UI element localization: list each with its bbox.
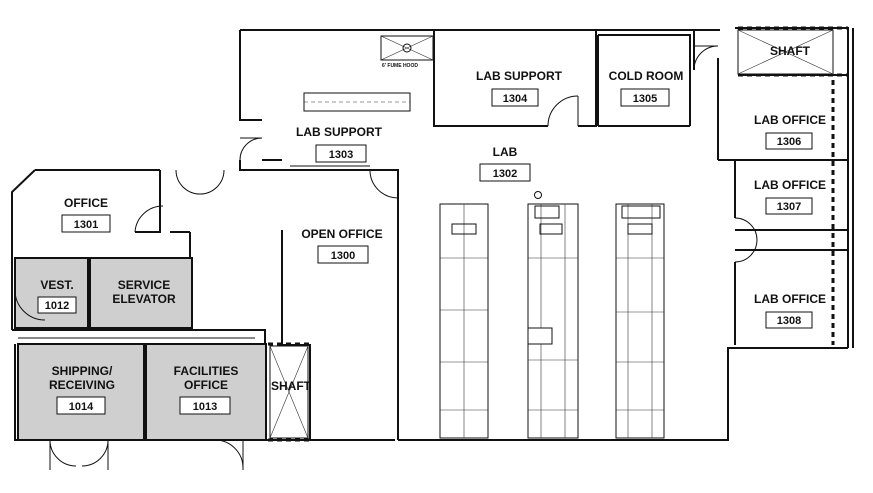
open-office-number: 1300 [331,250,355,262]
service-elevator-line1: SERVICE [118,278,170,292]
shipping-number: 1014 [69,401,94,413]
lab-office-1308-number: 1308 [777,315,801,327]
lab-office-1307-name: LAB OFFICE [754,178,826,192]
lab-office-1308-name: LAB OFFICE [754,292,826,306]
cold-room-name: COLD ROOM [609,69,684,83]
shaft-top-label: SHAFT [770,44,811,58]
lab-name: LAB [493,145,518,159]
lab-support-1303-number: 1303 [329,149,353,161]
shaft-top-box [737,29,834,75]
facilities-number: 1013 [193,401,217,413]
facilities-line2: OFFICE [184,378,228,392]
service-elevator-line2: ELEVATOR [112,292,176,306]
window-strips [268,26,848,442]
lab-support-1303-name: LAB SUPPORT [296,125,383,139]
lab-bench-2 [527,191,579,439]
lab-office-1307-number: 1307 [777,201,801,213]
shipping-line2: RECEIVING [49,378,115,392]
vest-room [14,257,89,329]
shipping-line1: SHIPPING/ [52,364,113,378]
office-name: OFFICE [64,196,108,210]
interior-walls [18,30,848,440]
lab-number: 1302 [493,168,517,180]
fume-hood-label: 6' FUME HOOD [382,63,418,69]
office-number: 1301 [74,219,98,231]
open-office-name: OPEN OFFICE [301,227,382,241]
vest-number: 1012 [45,300,69,312]
lab-office-1306-number: 1306 [777,136,801,148]
fume-hood-box [380,35,434,61]
shaft-bottom-box [269,345,309,439]
lab-support-1304-name: LAB SUPPORT [476,69,563,83]
lab-office-1306-name: LAB OFFICE [754,113,826,127]
lab-bench-1 [439,203,489,439]
shaft-bottom-label: SHAFT [271,379,312,393]
lab-support-1304-number: 1304 [503,93,528,105]
cold-room-number: 1305 [633,93,657,105]
shipping-room [17,343,145,441]
lab-bench-3 [615,203,665,439]
service-elevator-room [89,257,193,329]
facilities-line1: FACILITIES [174,364,239,378]
facilities-room [145,343,267,441]
door-swings [14,45,758,470]
vest-name: VEST. [40,278,73,292]
